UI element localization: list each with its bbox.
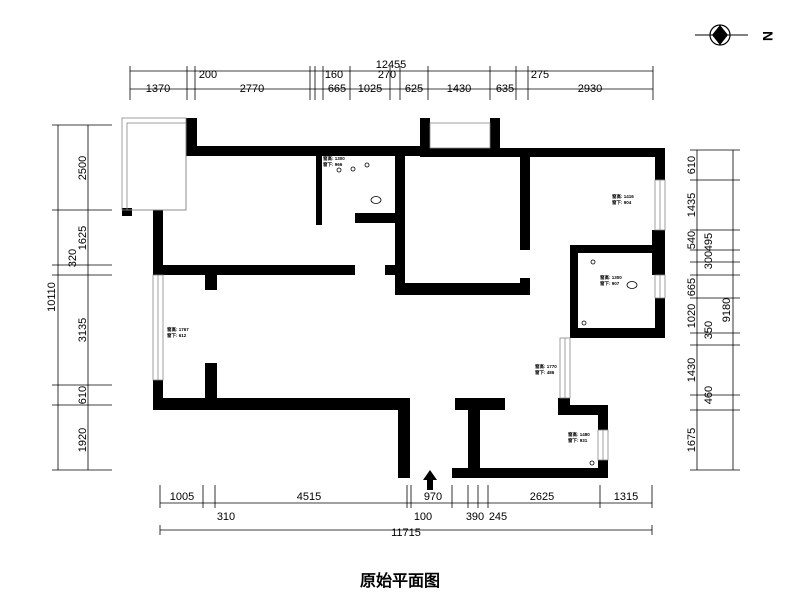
dimension-label: 1430 [447,83,471,95]
dimension-label: 540 [686,231,698,249]
dimension-label: 1675 [686,428,698,452]
drawing-title: 原始平面图 [359,571,440,590]
dimension-label: 1430 [686,358,698,382]
dimension-label: 3135 [77,318,89,342]
dimension-label: 2770 [240,83,264,95]
dimension-label: 1020 [686,304,698,328]
dimension-label: 100 [414,511,432,523]
window-sill: 窗下: 612 [167,332,187,339]
dimension-label: 1625 [77,226,89,250]
dimension-label: 245 [489,511,507,523]
window-sill: 窗下: 486 [535,369,555,376]
dimension-label: 610 [686,156,698,174]
dimension-label: 9180 [721,298,733,322]
dimension-label: 10110 [46,282,58,312]
compass-north-label: N [760,31,776,41]
dimension-label: 460 [703,386,715,404]
windows [121,117,666,461]
window-height: 窗高: 1767 [167,326,189,333]
entrance-arrow-icon [423,470,437,490]
dimension-label: 160 [325,69,343,81]
dimension-label: 4515 [297,491,321,503]
dimension-label: 665 [328,83,346,95]
window-height: 窗高: 1300 [323,155,345,162]
window-sill: 窗下: 907 [600,280,620,287]
dimension-label: 2500 [77,156,89,180]
window-height: 窗高: 1480 [568,431,590,438]
dimension-label: 390 [466,511,484,523]
window-sill: 窗下: 966 [323,161,343,168]
dimension-label: 625 [405,83,423,95]
dimension-label: 200 [199,69,217,81]
window-height: 窗高: 1416 [612,193,634,200]
dimension-labels: 12455 1370 200 2770 160 665 1025 270 625 1430 635 2… [46,59,733,539]
window-sill: 窗下: 904 [612,199,632,206]
window-sill: 窗下: 931 [568,437,588,444]
dimension-label: 635 [496,83,514,95]
dimension-label: 11715 [391,527,421,539]
dimension-label: 320 [67,249,79,267]
dimension-label: 610 [77,386,89,404]
window-height: 窗高: 1770 [535,363,557,370]
dimension-label: 1025 [358,83,382,95]
dimension-label: 275 [531,69,549,81]
dimension-label: 2930 [578,83,602,95]
dimension-label: 270 [378,69,396,81]
dimension-label: 12455 [376,59,407,71]
window-height: 窗高: 1300 [600,274,622,281]
fixtures [336,162,638,466]
dimension-label: 2625 [530,491,554,503]
dimension-label: 1920 [77,428,89,452]
walls [122,118,665,478]
dimension-label: 665 [686,278,698,296]
dimension-label: 300 [703,251,715,269]
dimension-label: 310 [217,511,235,523]
window-labels: 窗高: 1300 窗下: 966 窗高: 1416 窗下: 904 窗高: 13… [167,155,634,444]
dimension-lines [52,66,740,535]
dimension-label: 495 [703,233,715,251]
dimension-label: 1005 [170,491,194,503]
dimension-label: 1435 [686,193,698,217]
dimension-label: 970 [424,491,442,503]
dimension-label: 1315 [614,491,638,503]
dimension-label: 1370 [146,83,170,95]
dimension-label: 350 [703,321,715,339]
compass-icon: N [695,24,776,46]
